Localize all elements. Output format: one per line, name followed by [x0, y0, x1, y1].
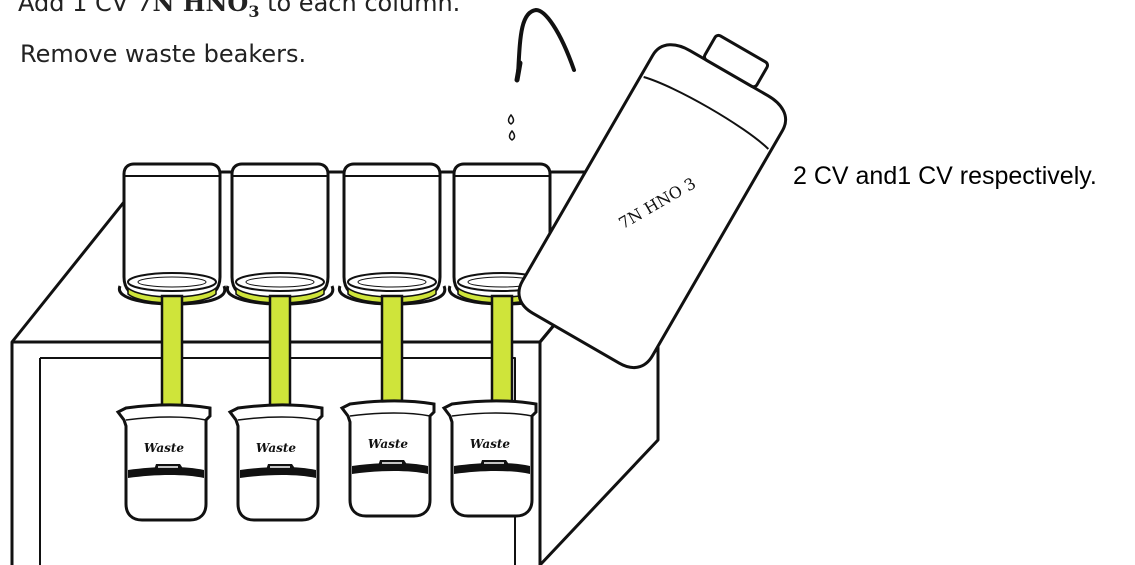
beaker-1-label: Waste — [144, 441, 185, 455]
waste-beaker-1: Waste — [118, 405, 210, 520]
acid-drops — [509, 115, 515, 140]
beaker-4-label: Waste — [470, 437, 511, 451]
waste-beaker-3: Waste — [342, 401, 434, 516]
beaker-3-label: Waste — [368, 437, 409, 451]
waste-beaker-4: Waste — [444, 401, 536, 516]
beaker-2-label: Waste — [256, 441, 297, 455]
waste-beaker-2: Waste — [230, 405, 322, 520]
